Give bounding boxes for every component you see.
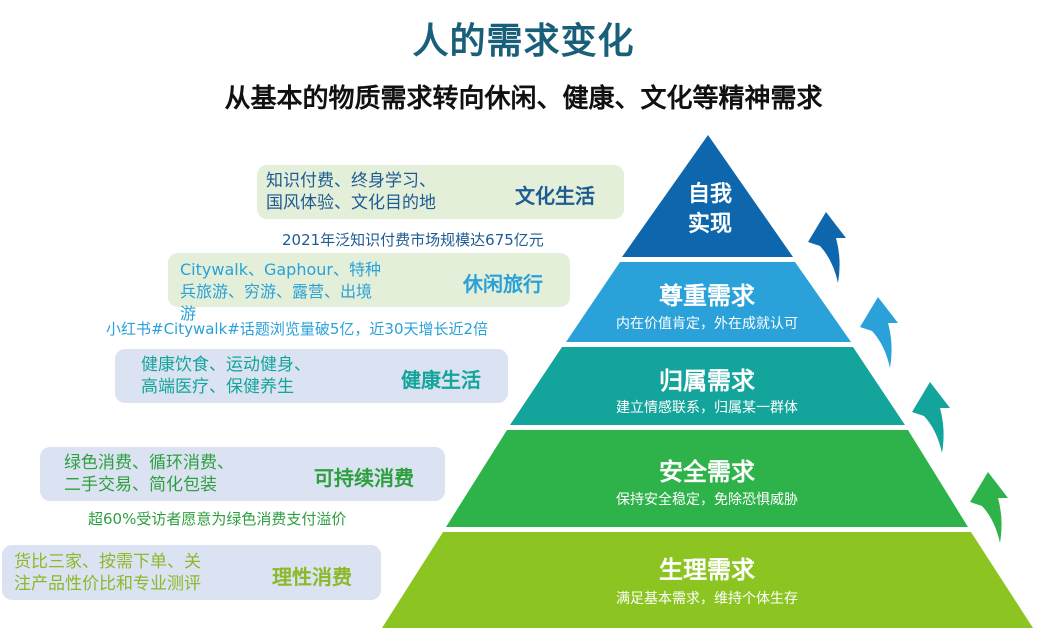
tier-self-actualization — [622, 135, 793, 257]
card-culture-life: 知识付费、终身学习、 国风体验、文化目的地 文化生活 — [257, 165, 624, 219]
page-subtitle: 从基本的物质需求转向休闲、健康、文化等精神需求 — [224, 84, 823, 114]
card-category: 健康生活 — [401, 368, 481, 392]
note-citywalk: 小红书#Citywalk#话题浏览量破5亿，近30天增长近2倍 — [106, 320, 489, 338]
card-text: 货比三家、按需下单、关 注产品性价比和专业测评 — [14, 552, 201, 594]
tier-esteem — [566, 262, 851, 342]
note-knowledge-market: 2021年泛知识付费市场规模达675亿元 — [282, 231, 544, 249]
level-label-belonging: 归属需求 — [659, 367, 755, 395]
card-rational-consumption: 货比三家、按需下单、关 注产品性价比和专业测评 理性消费 — [2, 545, 381, 600]
card-category: 休闲旅行 — [463, 272, 543, 296]
card-health-life: 健康饮食、运动健身、 高端医疗、保健养生 健康生活 — [115, 349, 508, 403]
tier-physiological — [382, 532, 1033, 628]
card-category: 文化生活 — [515, 184, 595, 208]
card-leisure-travel: Citywalk、Gaphour、特种 兵旅游、穷游、露营、出境 游 休闲旅行 — [168, 253, 570, 323]
card-text: 绿色消费、循环消费、 二手交易、简化包装 — [64, 453, 234, 495]
card-category: 理性消费 — [272, 565, 352, 589]
level-desc-physiological: 满足基本需求，维持个体生存 — [616, 591, 798, 607]
card-text: 知识付费、终身学习、 国风体验、文化目的地 — [266, 171, 436, 213]
level-desc-esteem: 内在价值肯定，外在成就认可 — [616, 316, 798, 332]
level-label-esteem: 尊重需求 — [659, 282, 755, 310]
curved-up-arrow-icon — [860, 297, 898, 368]
level-desc-belonging: 建立情感联系，归属某一群体 — [616, 400, 798, 416]
page-title: 人的需求变化 — [412, 21, 635, 62]
card-sustainable-consumption: 绿色消费、循环消费、 二手交易、简化包装 可持续消费 — [40, 447, 445, 501]
note-green-consumption: 超60%受访者愿意为绿色消费支付溢价 — [88, 510, 347, 528]
level-label-self-actualization: 自我 实现 — [687, 182, 732, 237]
tier-belonging — [510, 347, 905, 425]
tier-safety — [446, 430, 968, 527]
level-label-safety: 安全需求 — [659, 458, 755, 486]
curved-up-arrow-icon — [970, 472, 1008, 543]
card-category: 可持续消费 — [314, 466, 414, 490]
curved-up-arrow-icon — [808, 212, 846, 283]
level-label-physiological: 生理需求 — [659, 556, 755, 584]
card-text: Citywalk、Gaphour、特种 兵旅游、穷游、露营、出境 游 — [180, 260, 381, 323]
curved-up-arrow-icon — [912, 382, 950, 453]
level-desc-safety: 保持安全稳定，免除恐惧威胁 — [616, 492, 798, 508]
card-text: 健康饮食、运动健身、 高端医疗、保健养生 — [141, 355, 311, 397]
